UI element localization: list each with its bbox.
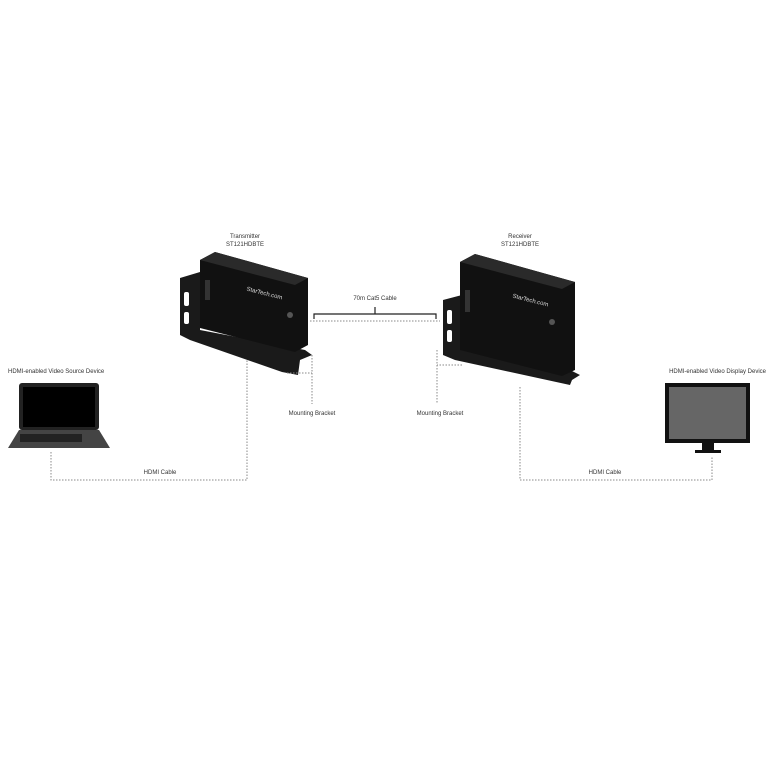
display-device-label: HDMI-enabled Video Display Device [669, 369, 767, 375]
mounting-bracket-left-leader [287, 355, 313, 404]
hdmi-cable-left-line [50, 360, 248, 481]
receiver-title: Receiver [508, 234, 532, 240]
laptop-icon [8, 383, 110, 448]
hdmi-cable-right-line [519, 387, 713, 481]
cat5-cable: 70m Cat5 Cable [310, 296, 440, 322]
receiver-bracket [443, 295, 580, 385]
hdmi-cable-right-label: HDMI Cable [589, 470, 622, 476]
transmitter-bracket [180, 272, 312, 375]
monitor-icon [665, 383, 750, 453]
transmitter-device: Transmitter ST121HDBTE StarTech.com [180, 234, 312, 375]
transmitter-title: Transmitter [230, 234, 260, 240]
transmitter-model: ST121HDBTE [226, 242, 264, 248]
receiver-device: Receiver ST121HDBTE StarTech.com [443, 234, 580, 385]
hdmi-cable-left-label: HDMI Cable [144, 470, 177, 476]
cat5-cable-label: 70m Cat5 Cable [353, 296, 397, 302]
bracket-slot [184, 292, 189, 306]
mounting-bracket-right-leader [436, 350, 462, 404]
bracket-slot [447, 310, 452, 324]
bracket-slot [447, 330, 452, 342]
mounting-bracket-right-label: Mounting Bracket [417, 411, 464, 417]
cat5-bracket-line [313, 307, 437, 319]
receiver-model: ST121HDBTE [501, 242, 539, 248]
bracket-slot [184, 312, 189, 324]
mounting-bracket-left-label: Mounting Bracket [289, 411, 336, 417]
source-device-label: HDMI-enabled Video Source Device [8, 369, 105, 375]
